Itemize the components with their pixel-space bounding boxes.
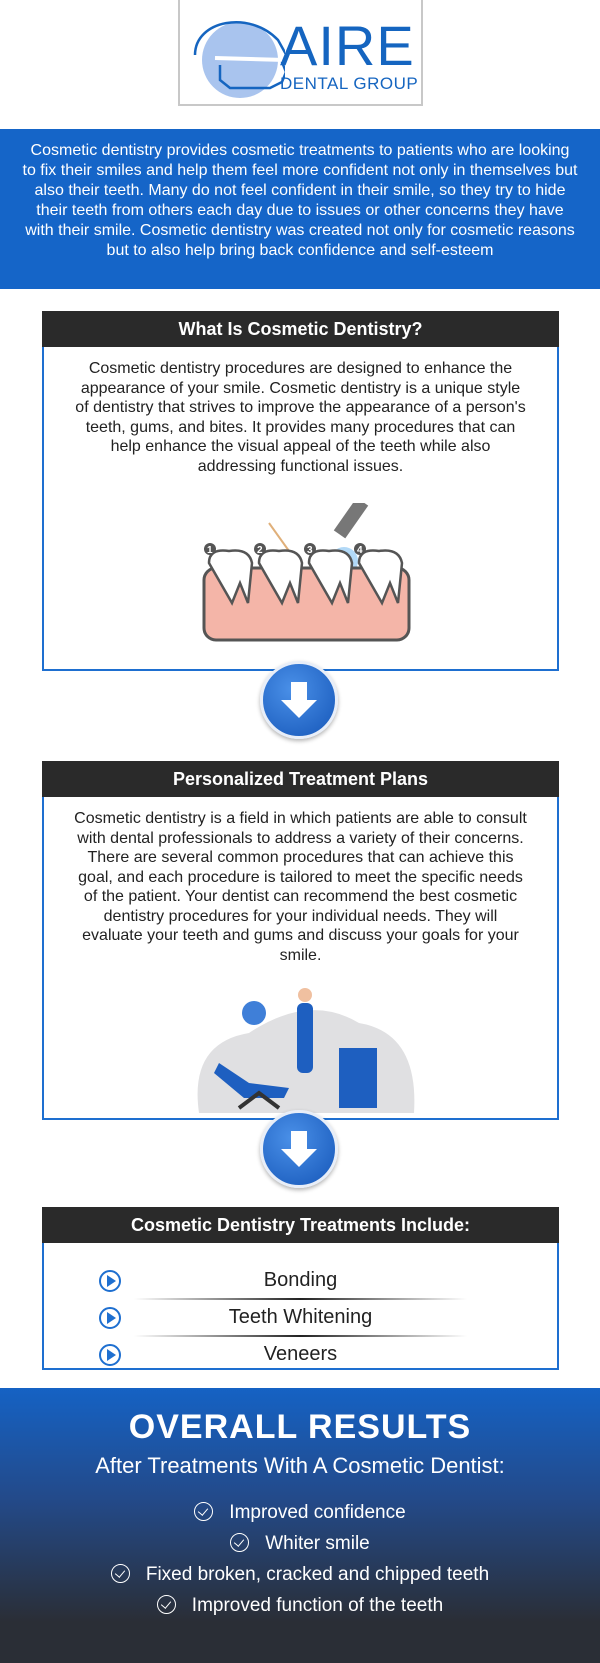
down-arrow-icon [260, 661, 338, 739]
result-label: Whiter smile [265, 1533, 370, 1554]
result-item: Whiter smile [0, 1528, 600, 1559]
dentist-illustration [197, 988, 415, 1113]
logo: AIRE DENTAL GROUP [178, 0, 423, 106]
treatment-item: Veneers [44, 1337, 557, 1372]
section-treatments: Cosmetic Dentistry Treatments Include: B… [42, 1207, 559, 1370]
results-section: OVERALL RESULTS After Treatments With A … [0, 1388, 600, 1663]
result-item: Improved function of the teeth [0, 1590, 600, 1621]
section-title: What Is Cosmetic Dentistry? [42, 311, 559, 347]
treatment-item: Teeth Whitening [44, 1300, 557, 1335]
logo-name: AIRE [280, 14, 415, 77]
section-body: Cosmetic dentistry is a field in which p… [74, 810, 527, 964]
treatment-label: Bonding [263, 1269, 338, 1291]
section-title: Cosmetic Dentistry Treatments Include: [42, 1207, 559, 1243]
teeth-illustration: 1 2 3 4 [202, 503, 411, 642]
treatment-label: Teeth Whitening [228, 1306, 373, 1328]
results-subtitle: After Treatments With A Cosmetic Dentist… [95, 1453, 505, 1478]
chevron-right-icon [99, 1344, 121, 1366]
check-circle-icon [230, 1533, 250, 1552]
chevron-right-icon [99, 1307, 121, 1329]
check-circle-icon [194, 1502, 214, 1521]
check-circle-icon [156, 1595, 176, 1614]
down-arrow-icon [260, 1110, 338, 1188]
treatment-item: Bonding [44, 1263, 557, 1298]
result-item: Improved confidence [0, 1497, 600, 1528]
section-body: Cosmetic dentistry procedures are design… [75, 360, 526, 475]
check-circle-icon [110, 1564, 130, 1583]
intro-text: Cosmetic dentistry provides cosmetic tre… [0, 129, 600, 289]
section-treatment-plans: Personalized Treatment Plans Cosmetic de… [42, 761, 559, 1120]
step-3: 3 [307, 545, 313, 556]
divider [134, 1298, 467, 1300]
logo-subtitle: DENTAL GROUP [280, 74, 419, 93]
divider [134, 1335, 467, 1337]
result-label: Fixed broken, cracked and chipped teeth [145, 1564, 490, 1585]
result-label: Improved confidence [229, 1502, 406, 1523]
face-profile-icon [193, 21, 285, 98]
section-what-is: What Is Cosmetic Dentistry? Cosmetic den… [42, 311, 559, 671]
result-item: Fixed broken, cracked and chipped teeth [0, 1559, 600, 1590]
section-title: Personalized Treatment Plans [42, 761, 559, 797]
chevron-right-icon [99, 1270, 121, 1292]
step-4: 4 [357, 545, 363, 556]
result-label: Improved function of the teeth [191, 1595, 444, 1616]
step-1: 1 [207, 545, 213, 556]
treatment-label: Veneers [263, 1343, 338, 1365]
results-title: OVERALL RESULTS [128, 1408, 472, 1446]
step-2: 2 [257, 545, 263, 556]
